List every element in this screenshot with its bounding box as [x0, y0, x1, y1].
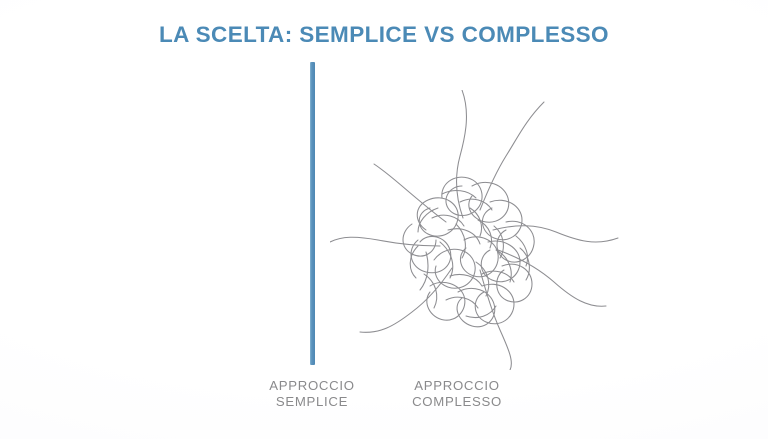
vertical-divider-line — [310, 62, 315, 365]
caption-simple-line1: APPROCCIO — [269, 378, 355, 393]
caption-complex-line1: APPROCCIO — [414, 378, 500, 393]
tangled-threads-illustration — [330, 90, 630, 370]
caption-simple-approach: APPROCCIO SEMPLICE — [212, 378, 412, 410]
tangle-core — [402, 176, 535, 328]
caption-complex-approach: APPROCCIO COMPLESSO — [357, 378, 557, 410]
tendril-group — [330, 90, 619, 370]
tangle-svg — [330, 90, 619, 370]
page-title: LA SCELTA: SEMPLICE VS COMPLESSO — [159, 22, 609, 47]
caption-simple-line2: SEMPLICE — [275, 394, 349, 409]
caption-complex-line2: COMPLESSO — [412, 394, 502, 409]
